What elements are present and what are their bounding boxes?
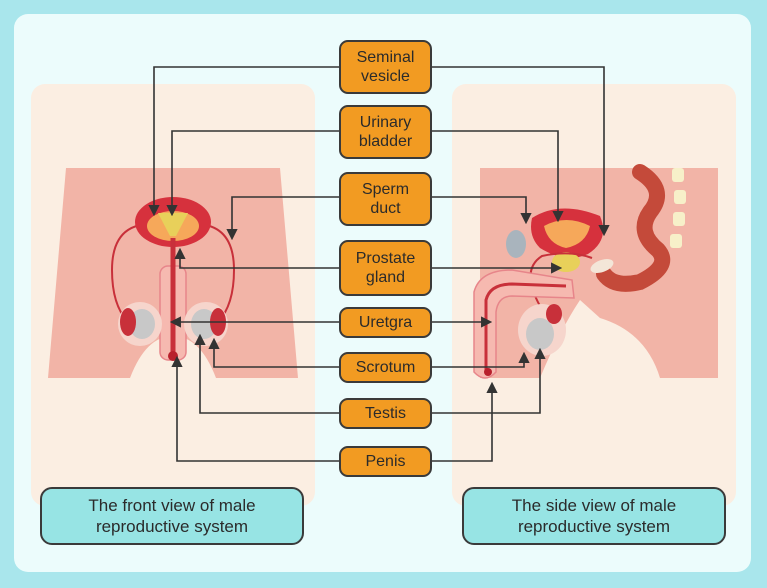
label-prostate-gland-text: Prostate gland	[355, 250, 416, 286]
label-urethra-text: Uretgra	[358, 314, 413, 331]
front-view-illustration	[48, 168, 298, 378]
line-penis-side	[432, 381, 498, 462]
line-penis-front	[171, 355, 339, 462]
line-testis-side	[432, 347, 546, 414]
line-scrotum-side	[432, 351, 530, 368]
caption-side-view-text: The side view of male reproductive syste…	[511, 496, 677, 536]
line-seminal-side	[432, 66, 610, 237]
line-seminal-front	[148, 66, 339, 217]
connector-lines	[148, 66, 610, 462]
label-urethra: Uretgra	[339, 307, 432, 338]
caption-side-view: The side view of male reproductive syste…	[462, 487, 726, 545]
label-seminal-vesicle: Seminal vesicle	[339, 40, 432, 94]
side-view-illustration	[473, 164, 718, 379]
label-urinary-bladder-text: Urinary bladder	[358, 114, 413, 150]
line-duct-side	[432, 196, 532, 225]
label-testis-text: Testis	[365, 405, 406, 422]
line-duct-front	[226, 196, 339, 241]
label-scrotum-text: Scrotum	[355, 359, 416, 376]
label-urinary-bladder: Urinary bladder	[339, 105, 432, 159]
label-testis: Testis	[339, 398, 432, 429]
label-penis: Penis	[339, 446, 432, 477]
label-prostate-gland: Prostate gland	[339, 240, 432, 296]
label-penis-text: Penis	[365, 453, 406, 470]
caption-front-view-text: The front view of male reproductive syst…	[88, 496, 256, 536]
line-testis-front	[194, 333, 339, 414]
line-bladder-side	[432, 130, 564, 223]
label-sperm-duct-text: Sperm duct	[361, 181, 410, 217]
line-prostate-front	[174, 247, 339, 269]
line-bladder-front	[166, 130, 339, 217]
label-sperm-duct: Sperm duct	[339, 172, 432, 226]
label-scrotum: Scrotum	[339, 352, 432, 383]
caption-front-view: The front view of male reproductive syst…	[40, 487, 304, 545]
side-penis	[473, 269, 575, 379]
label-seminal-vesicle-text: Seminal vesicle	[356, 49, 415, 85]
line-scrotum-front	[208, 337, 339, 368]
